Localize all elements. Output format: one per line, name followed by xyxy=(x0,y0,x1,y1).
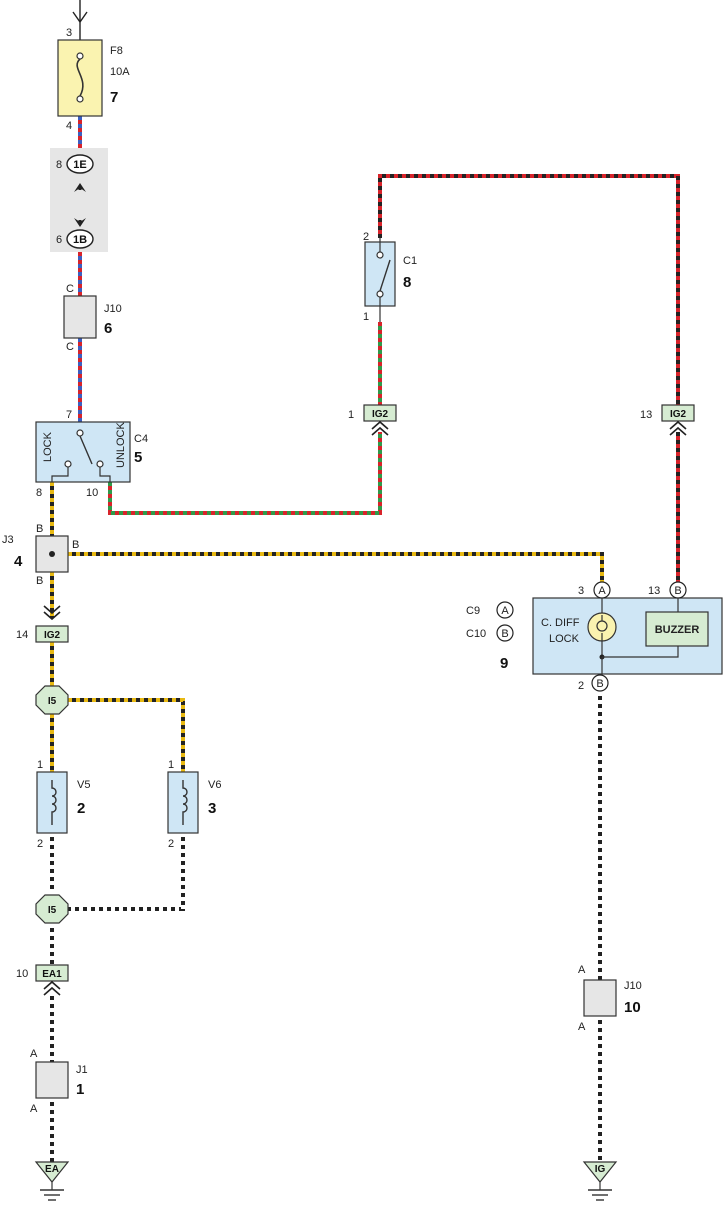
v6-pin-top: 1 xyxy=(168,759,174,771)
c1-pin-top: 2 xyxy=(363,231,369,243)
solenoid-v6: 1 2 V6 3 xyxy=(167,759,221,850)
ig2-left-tag: IG2 xyxy=(44,630,61,641)
j3-number: 4 xyxy=(14,553,23,570)
indicator-conn-c9: C9 xyxy=(466,605,480,617)
connector-ea1: EA1 10 xyxy=(16,964,69,996)
indicator-conn-c9-tag: A xyxy=(501,605,509,617)
c4-pin-in: 7 xyxy=(66,409,72,421)
fuse-pin-top: 3 xyxy=(66,27,72,39)
indicator-label-line1: C. DIFF xyxy=(541,617,580,629)
tag-1e: 1E xyxy=(73,159,86,171)
solenoid-v5: 1 2 V5 2 xyxy=(36,759,90,850)
j3-name: J3 xyxy=(2,534,14,546)
wire-red-green xyxy=(108,322,382,515)
pin-6: 6 xyxy=(56,234,62,246)
indicator-pin-b2: 2 xyxy=(578,680,584,692)
j3-pin-top: B xyxy=(36,523,43,535)
ground-ea: EA xyxy=(34,1161,70,1201)
c1-pin-bottom: 1 xyxy=(363,311,369,323)
indicator-pin-a-tag: A xyxy=(598,585,606,597)
splice-i5-bottom: I5 xyxy=(35,894,69,924)
j10-bottom-number: 10 xyxy=(624,999,641,1016)
ground-ea-tag: EA xyxy=(45,1164,59,1175)
j10-top-number: 6 xyxy=(104,320,112,337)
connector-ig2-right: IG2 13 xyxy=(640,404,695,436)
feed-wire xyxy=(72,0,88,40)
indicator-number: 9 xyxy=(500,655,508,672)
fuse-name: F8 xyxy=(110,45,123,57)
i5-top-tag: I5 xyxy=(48,696,57,707)
c4-pin-lock: 8 xyxy=(36,487,42,499)
switch-c1: 2 1 C1 8 xyxy=(363,231,417,323)
indicator-pin-b13-tag: B xyxy=(674,585,681,597)
j1-pin-top: A xyxy=(30,1048,38,1060)
joint-j10-top: C C J10 6 xyxy=(63,283,122,353)
v6-name: V6 xyxy=(208,779,221,791)
j10-bottom-pin-bottom: A xyxy=(578,1021,586,1033)
j10-bottom-pin-top: A xyxy=(578,964,586,976)
c4-label-lock: LOCK xyxy=(42,431,54,462)
c4-pin-unlock: 10 xyxy=(86,487,98,499)
v5-name: V5 xyxy=(77,779,90,791)
junction-1e-1b: 1E 1B 8 6 xyxy=(50,148,108,252)
indicator-pin-b2-tag: B xyxy=(596,678,603,690)
j3-pin-right: B xyxy=(72,539,79,551)
ea1-pin: 10 xyxy=(16,968,28,980)
indicator-conn-c10: C10 xyxy=(466,628,486,640)
c4-label-unlock: UNLOCK xyxy=(115,421,127,468)
ig2-right-tag: IG2 xyxy=(670,409,687,420)
fuse-number: 7 xyxy=(110,89,118,106)
indicator-pin-b13: 13 xyxy=(648,585,660,597)
v6-number: 3 xyxy=(208,800,216,817)
connector-ig2-c1: IG2 1 xyxy=(348,404,397,436)
fuse-rating: 10A xyxy=(110,66,130,78)
ground-ig-tag: IG xyxy=(595,1164,606,1175)
ig2-c1-tag: IG2 xyxy=(372,409,389,420)
c4-number: 5 xyxy=(134,449,142,466)
j1-pin-bottom: A xyxy=(30,1103,38,1115)
ea1-tag: EA1 xyxy=(42,969,62,980)
v6-pin-bottom: 2 xyxy=(168,838,174,850)
i5-bottom-tag: I5 xyxy=(48,905,57,916)
v5-pin-bottom: 2 xyxy=(37,838,43,850)
j10-top-pin-bottom: C xyxy=(66,341,74,353)
pin-8: 8 xyxy=(56,159,62,171)
v5-number: 2 xyxy=(77,800,85,817)
indicator-conn-c10-tag: B xyxy=(501,628,508,640)
wire-black-yellow xyxy=(50,482,604,772)
c1-name: C1 xyxy=(403,255,417,267)
c1-number: 8 xyxy=(403,274,411,291)
ground-ig: IG xyxy=(582,1161,618,1201)
v5-pin-top: 1 xyxy=(37,759,43,771)
ig2-right-pin: 13 xyxy=(640,409,652,421)
tag-1b: 1B xyxy=(73,234,87,246)
fuse-pin-bottom: 4 xyxy=(66,120,72,132)
fuse-f8: 3 4 F8 10A 7 xyxy=(57,27,130,132)
indicator-label-line2: LOCK xyxy=(549,633,580,645)
ig2-c1-pin: 1 xyxy=(348,409,354,421)
buzzer-label: BUZZER xyxy=(655,624,700,636)
j10-top-name: J10 xyxy=(104,303,122,315)
indicator-cdiff-lock: A 3 B 13 B 2 BUZZER C. DIFF LOCK C9 A C1… xyxy=(466,581,723,692)
joint-j1: A A J1 1 xyxy=(30,1048,88,1115)
indicator-pin-a: 3 xyxy=(578,585,584,597)
switch-c4: LOCK UNLOCK 7 8 10 C4 5 xyxy=(35,409,148,499)
j10-top-pin-top: C xyxy=(66,283,74,295)
j10-bottom-name: J10 xyxy=(624,980,642,992)
connector-ig2-left: IG2 14 xyxy=(16,605,69,643)
j3-pin-bottom: B xyxy=(36,575,43,587)
ig2-left-pin: 14 xyxy=(16,629,28,641)
joint-j10-bottom: A A J10 10 xyxy=(578,964,642,1033)
wire-black-white xyxy=(50,692,602,1162)
wire-red-black xyxy=(378,174,680,584)
j1-name: J1 xyxy=(76,1064,88,1076)
joint-j3: B B B J3 4 xyxy=(2,523,79,587)
j1-number: 1 xyxy=(76,1081,84,1098)
splice-i5-top: I5 xyxy=(35,685,69,715)
c4-name: C4 xyxy=(134,433,148,445)
